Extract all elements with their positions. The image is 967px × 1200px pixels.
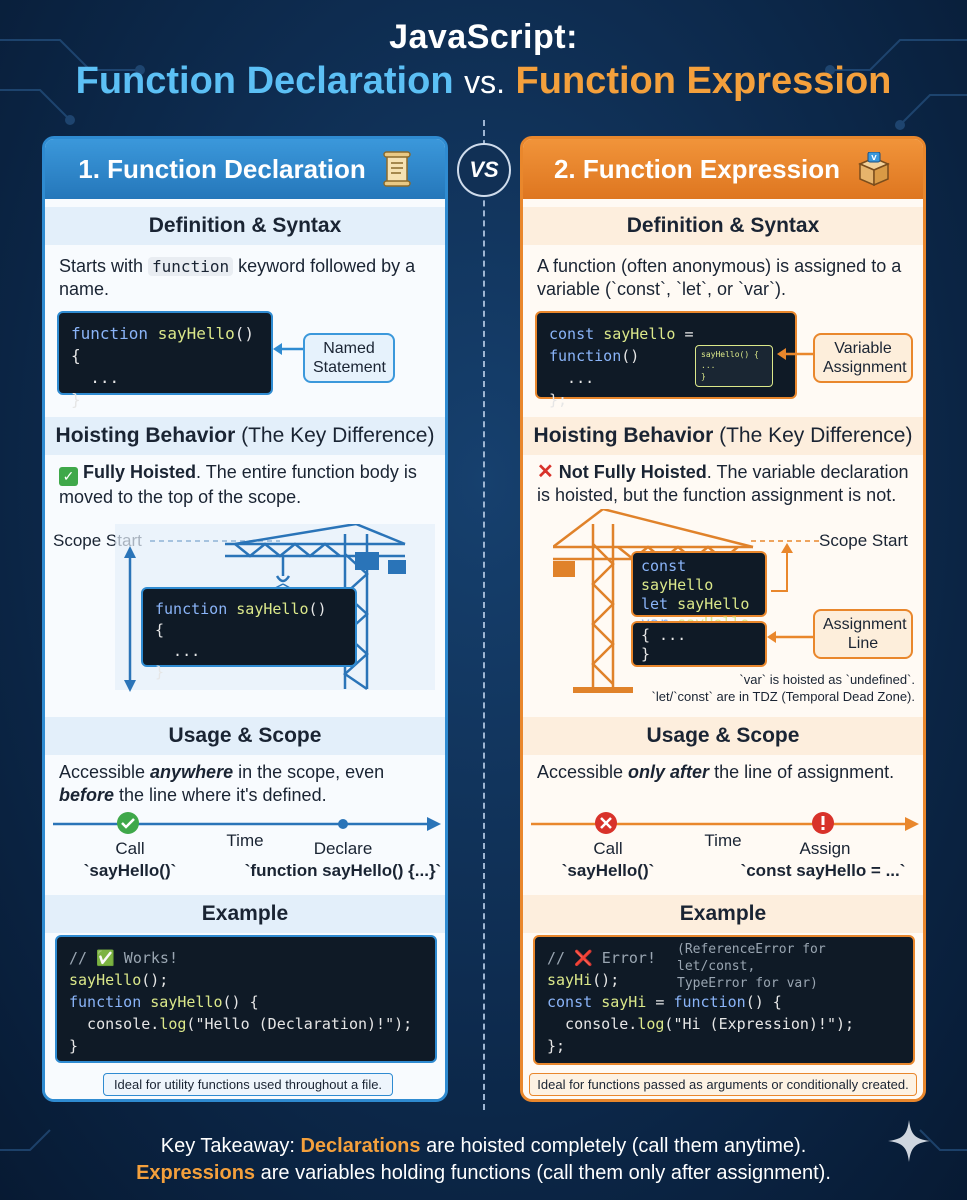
- crane-code-block: function sayHello() { ... }: [141, 587, 357, 681]
- arrow-icon: [777, 348, 815, 360]
- timeline-call-label: Call: [593, 839, 623, 858]
- declaration-header: 1. Function Declaration: [45, 139, 445, 199]
- arrow-icon: [767, 631, 815, 643]
- scroll-icon: [383, 151, 411, 187]
- timeline-assign-label: Assign: [799, 839, 851, 858]
- expression-example-code: // ❌ Error! (ReferenceError for let/cons…: [533, 935, 915, 1065]
- arrow-icon: [273, 343, 305, 355]
- hoist-notes: `var` is hoisted as `undefined`. `let/`c…: [583, 671, 915, 705]
- expression-timeline: [531, 812, 919, 834]
- definition-text: A function (often anonymous) is assigned…: [537, 256, 902, 299]
- timeline-declare-code: `function sayHello() {...}`: [244, 861, 442, 880]
- example-comment: // ❌ Error!: [547, 949, 656, 967]
- takeaway-line-1: Key Takeaway: Declarations are hoisted c…: [160, 1135, 807, 1157]
- timeline-time-label: Time: [704, 831, 742, 850]
- timeline-call-code: `sayHello()`: [561, 861, 655, 880]
- assignment-line-callout: Assignment Line: [813, 609, 913, 659]
- key-takeaway: Key Takeaway: Declarations are hoisted c…: [0, 1133, 967, 1187]
- definition-text: Starts with function keyword followed by…: [59, 256, 416, 299]
- cross-icon: ✕: [537, 461, 554, 483]
- declaration-timeline: [53, 812, 441, 834]
- hoist-note-tdz: `let/`const` are in TDZ (Temporal Dead Z…: [651, 689, 915, 704]
- check-icon: ✓: [59, 467, 78, 486]
- variable-assignment-callout: Variable Assignment: [813, 333, 913, 383]
- hoisting-section-title: Hoisting Behavior (The Key Difference): [523, 417, 923, 455]
- timeline-call-label: Call: [115, 839, 145, 858]
- hoisting-text: ✕ Not Fully Hoisted. The variable declar…: [537, 461, 909, 505]
- declaration-syntax-code: function sayHello() { ... }: [57, 311, 273, 409]
- definition-section-title: Definition & Syntax: [45, 207, 445, 245]
- title-vs: vs.: [464, 64, 505, 100]
- hoisting-text: ✓ Fully Hoisted. The entire function bod…: [59, 462, 417, 507]
- declaration-panel: 1. Function Declaration Definition & Syn…: [42, 136, 448, 1102]
- usage-text: Accessible only after the line of assign…: [537, 762, 895, 782]
- svg-text:V: V: [871, 154, 877, 162]
- takeaway-line-2: Expressions are variables holding functi…: [136, 1162, 831, 1184]
- expression-panel: 2. Function Expression V Definition & Sy…: [520, 136, 926, 1102]
- declaration-heading: 1. Function Declaration: [78, 153, 366, 184]
- expression-header: 2. Function Expression V: [523, 139, 923, 199]
- example-comment: // ✅ Works!: [69, 949, 178, 967]
- hoist-arrow-icon: [751, 540, 821, 592]
- timeline-assign-code: `const sayHello = ...`: [740, 861, 906, 880]
- page-title: JavaScript:: [389, 18, 578, 56]
- usage-section-title: Usage & Scope: [45, 717, 445, 755]
- sparkle-icon: [888, 1120, 930, 1162]
- timeline-call-code: `sayHello()`: [83, 861, 177, 880]
- title-declaration: Function Declaration: [75, 60, 454, 102]
- vs-badge: VS: [457, 143, 511, 197]
- expression-heading: 2. Function Expression: [553, 153, 841, 184]
- assignment-code: { ... }: [631, 621, 767, 667]
- hoisting-section-title: Hoisting Behavior (The Key Difference): [45, 417, 445, 455]
- example-section-title: Example: [523, 895, 923, 933]
- declaration-note: Ideal for utility functions used through…: [103, 1073, 393, 1096]
- example-error-note: (ReferenceError for let/const, TypeError…: [677, 942, 826, 991]
- scope-start-label: Scope Start: [819, 531, 908, 550]
- page-subtitle: Function Declaration vs. Function Expres…: [0, 60, 967, 103]
- timeline-declare-label: Declare: [313, 839, 373, 858]
- title-expression: Function Expression: [515, 60, 892, 102]
- box-icon: V: [858, 152, 890, 186]
- usage-section-title: Usage & Scope: [523, 717, 923, 755]
- named-statement-callout: Named Statement: [303, 333, 395, 383]
- hoist-note-var: `var` is hoisted as `undefined`.: [739, 672, 915, 687]
- usage-text: Accessible anywhere in the scope, even b…: [59, 762, 385, 805]
- example-section-title: Example: [45, 895, 445, 933]
- declaration-example-code: // ✅ Works! sayHello(); function sayHell…: [55, 935, 437, 1063]
- definition-section-title: Definition & Syntax: [523, 207, 923, 245]
- mini-function-box: sayHello() { ... }: [695, 345, 773, 387]
- expression-note: Ideal for functions passed as arguments …: [529, 1073, 917, 1096]
- center-divider: [483, 120, 485, 1110]
- timeline-time-label: Time: [226, 831, 264, 850]
- hoisted-declarations-code: const sayHello let sayHello var sayHello: [631, 551, 767, 632]
